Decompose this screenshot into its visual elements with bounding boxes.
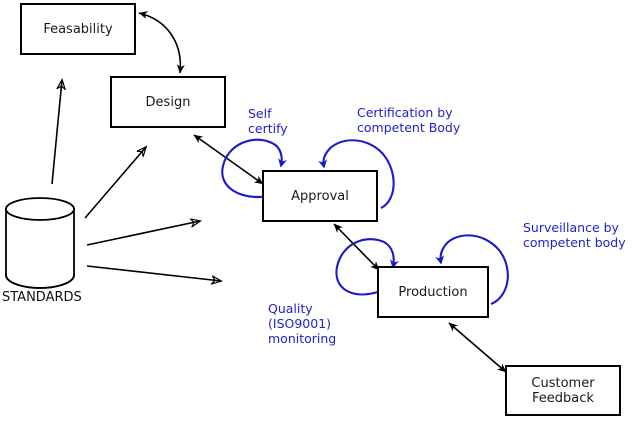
node-customer-feedback-label: Customer Feedback (531, 375, 595, 406)
edge-standards-approval (86, 221, 200, 246)
loop-quality-monitoring (335, 238, 399, 296)
annotation-self-certify: Self certify (248, 106, 288, 136)
edge-standards-design (84, 147, 146, 219)
edge-approval-production (333, 223, 380, 271)
edge-production-customer-feedback (448, 322, 507, 373)
node-production-label: Production (398, 284, 468, 300)
node-standards-label: STANDARDS (2, 290, 82, 305)
node-feasability-label: Feasability (43, 21, 113, 37)
node-feasability[interactable]: Feasability (20, 3, 136, 55)
edge-standards-production (86, 265, 221, 281)
annotation-surveillance: Surveillance by competent body (523, 220, 626, 250)
edge-design-approval (193, 134, 264, 185)
node-production[interactable]: Production (377, 266, 489, 318)
node-design[interactable]: Design (110, 76, 226, 128)
loop-surveillance (435, 234, 509, 305)
annotation-quality-monitoring: Quality (ISO9001) monitoring (268, 301, 337, 346)
edge-standards-feasability (51, 80, 62, 185)
node-customer-feedback[interactable]: Customer Feedback (505, 365, 621, 416)
node-design-label: Design (145, 94, 191, 110)
standards-cylinder-shape (5, 197, 75, 289)
edge-feasability-design (138, 11, 185, 74)
annotation-certification: Certification by competent Body (357, 105, 461, 135)
loop-self-certify (221, 138, 287, 198)
node-approval[interactable]: Approval (262, 170, 378, 222)
node-approval-label: Approval (291, 188, 349, 204)
loop-certification (318, 139, 395, 209)
